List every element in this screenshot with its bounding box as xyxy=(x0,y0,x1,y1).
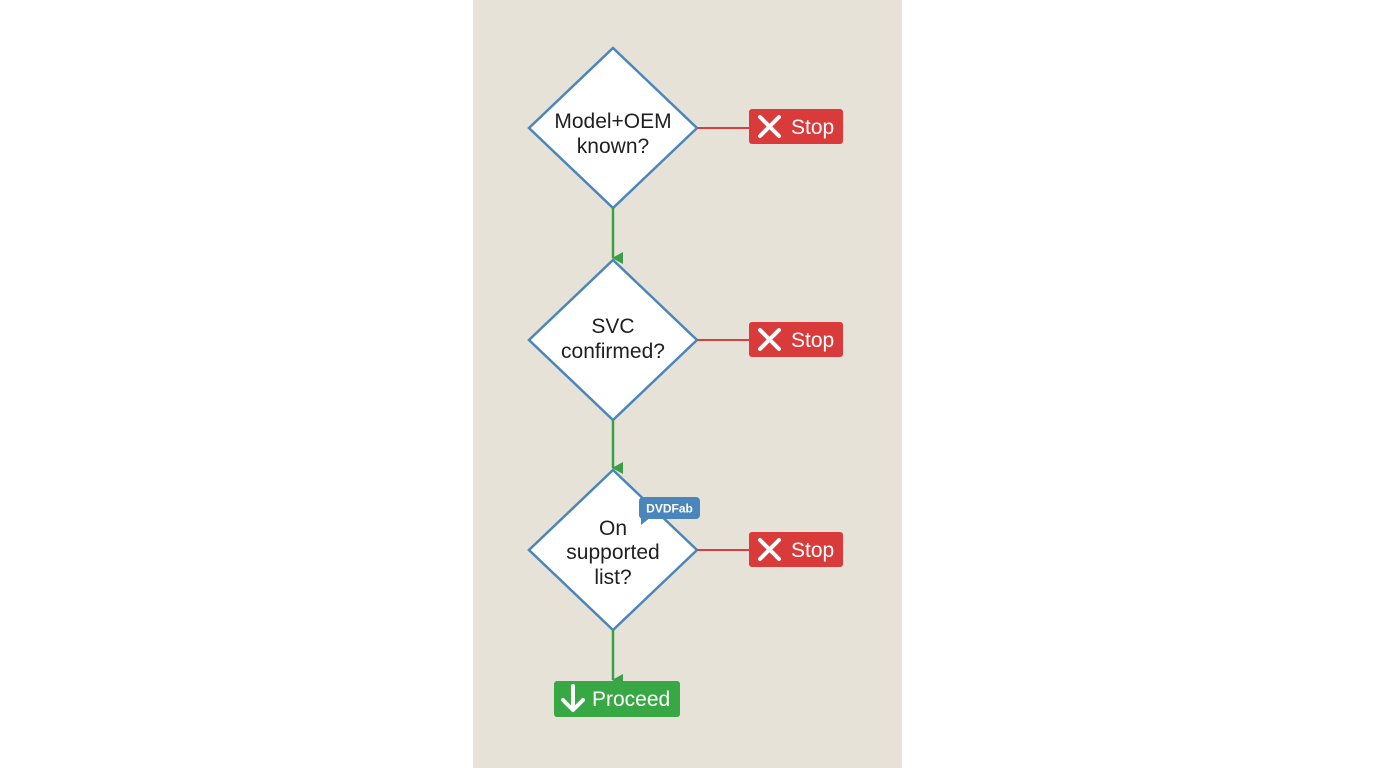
decision-3-label-line-1: On xyxy=(599,517,627,540)
stop-button-2[interactable]: Stop xyxy=(749,322,843,357)
decision-3-label-line-2: supported xyxy=(566,541,659,564)
x-icon xyxy=(758,115,781,138)
stop-label-2: Stop xyxy=(791,329,834,352)
proceed-button[interactable]: Proceed xyxy=(554,681,680,717)
stop-button-1[interactable]: Stop xyxy=(749,109,843,144)
proceed-label: Proceed xyxy=(592,688,670,711)
decision-2-label-line-2: confirmed? xyxy=(561,340,665,363)
stop-label-1: Stop xyxy=(791,116,834,139)
decision-2-label-line-1: SVC xyxy=(591,315,634,338)
decision-3-label-line-3: list? xyxy=(594,566,631,589)
dvdfab-tag: DVDFab xyxy=(639,497,700,525)
arrow-down-icon xyxy=(561,684,585,712)
x-icon xyxy=(758,538,781,561)
dvdfab-tag-label: DVDFab xyxy=(646,502,693,516)
stop-button-3[interactable]: Stop xyxy=(749,532,843,567)
stop-label-3: Stop xyxy=(791,539,834,562)
x-icon xyxy=(758,328,781,351)
decision-1-label-line-2: known? xyxy=(577,135,649,158)
decision-1-label-line-1: Model+OEM xyxy=(554,110,671,133)
